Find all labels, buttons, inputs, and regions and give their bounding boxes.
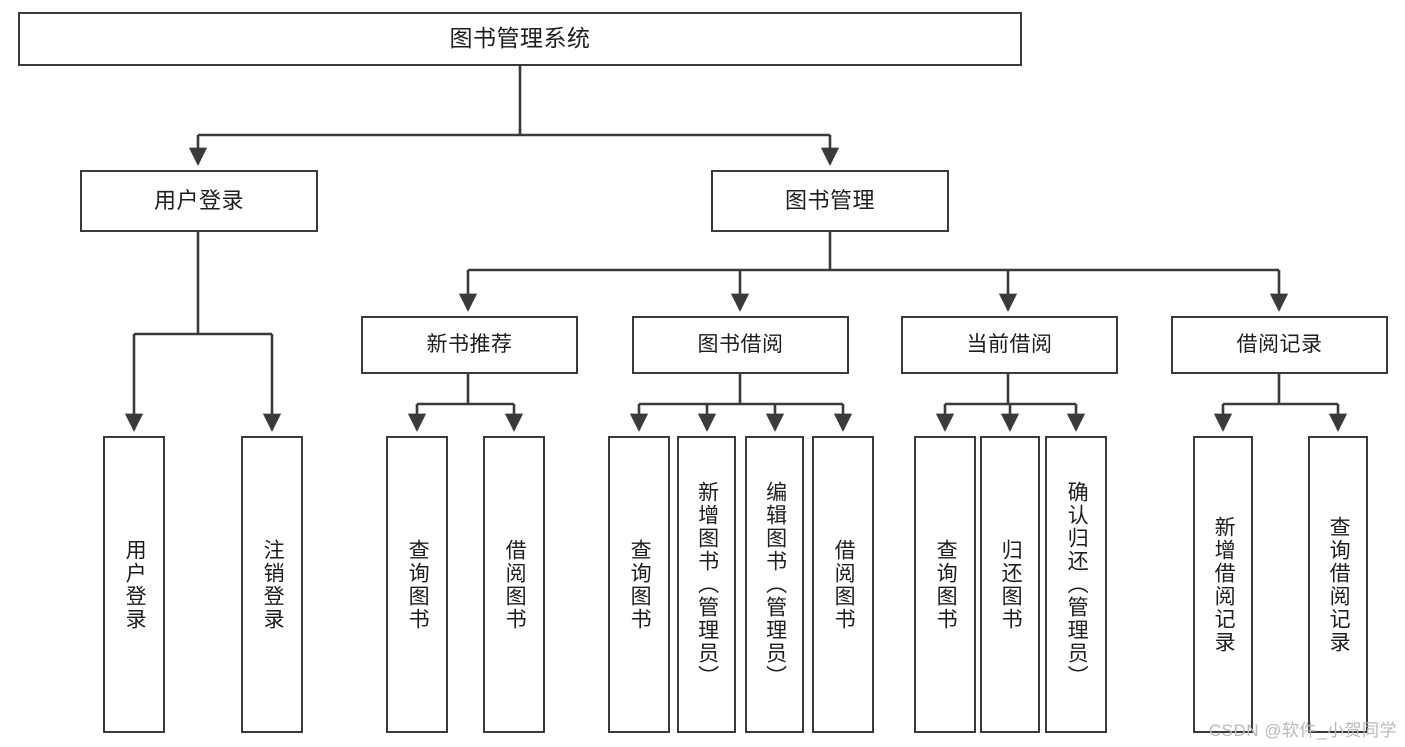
node-current-borrow-label: 当前借阅: [966, 332, 1053, 356]
leaf-user-login[interactable]: 用户登录: [103, 436, 165, 733]
node-root[interactable]: 图书管理系统: [18, 12, 1022, 66]
leaf-query-borrow-record[interactable]: 查询借阅记录: [1308, 436, 1368, 733]
node-new-book-recommend-label: 新书推荐: [426, 332, 513, 356]
node-root-label: 图书管理系统: [449, 25, 591, 52]
leaf-query-book-2-label: 查询图书: [628, 538, 652, 631]
leaf-edit-book-admin[interactable]: 编辑图书（管理员）: [745, 436, 804, 733]
leaf-add-book-admin-label: 新增图书（管理员）: [695, 481, 719, 688]
leaf-query-book-1-label: 查询图书: [406, 538, 430, 631]
node-book-manage[interactable]: 图书管理: [711, 170, 949, 232]
leaf-query-book-3[interactable]: 查询图书: [914, 436, 976, 733]
node-new-book-recommend[interactable]: 新书推荐: [361, 316, 578, 374]
leaf-borrow-book-1[interactable]: 借阅图书: [483, 436, 545, 733]
node-book-borrow-label: 图书借阅: [697, 332, 784, 356]
leaf-query-book-2[interactable]: 查询图书: [608, 436, 670, 733]
watermark: CSDN @软件_小贺同学: [1208, 721, 1397, 740]
leaf-user-login-label: 用户登录: [123, 538, 147, 631]
node-current-borrow[interactable]: 当前借阅: [901, 316, 1118, 374]
leaf-return-book[interactable]: 归还图书: [980, 436, 1040, 733]
leaf-query-book-1[interactable]: 查询图书: [386, 436, 448, 733]
node-book-borrow[interactable]: 图书借阅: [632, 316, 849, 374]
leaf-logout-login-label: 注销登录: [261, 538, 285, 631]
leaf-confirm-return-admin-label: 确认归还（管理员）: [1065, 481, 1089, 688]
node-book-manage-label: 图书管理: [784, 188, 875, 214]
node-user-login[interactable]: 用户登录: [80, 170, 318, 232]
leaf-confirm-return-admin[interactable]: 确认归还（管理员）: [1045, 436, 1107, 733]
leaf-query-borrow-record-label: 查询借阅记录: [1327, 515, 1351, 654]
leaf-add-borrow-record[interactable]: 新增借阅记录: [1193, 436, 1253, 733]
node-borrow-record-label: 借阅记录: [1236, 332, 1323, 356]
leaf-borrow-book-2-label: 借阅图书: [832, 538, 856, 631]
leaf-add-borrow-record-label: 新增借阅记录: [1212, 515, 1236, 654]
leaf-edit-book-admin-label: 编辑图书（管理员）: [763, 481, 787, 688]
leaf-borrow-book-2[interactable]: 借阅图书: [812, 436, 874, 733]
leaf-borrow-book-1-label: 借阅图书: [503, 538, 527, 631]
leaf-query-book-3-label: 查询图书: [934, 538, 958, 631]
leaf-add-book-admin[interactable]: 新增图书（管理员）: [677, 436, 736, 733]
node-borrow-record[interactable]: 借阅记录: [1171, 316, 1388, 374]
leaf-logout-login[interactable]: 注销登录: [241, 436, 303, 733]
node-user-login-label: 用户登录: [153, 188, 244, 214]
leaf-return-book-label: 归还图书: [999, 538, 1023, 631]
